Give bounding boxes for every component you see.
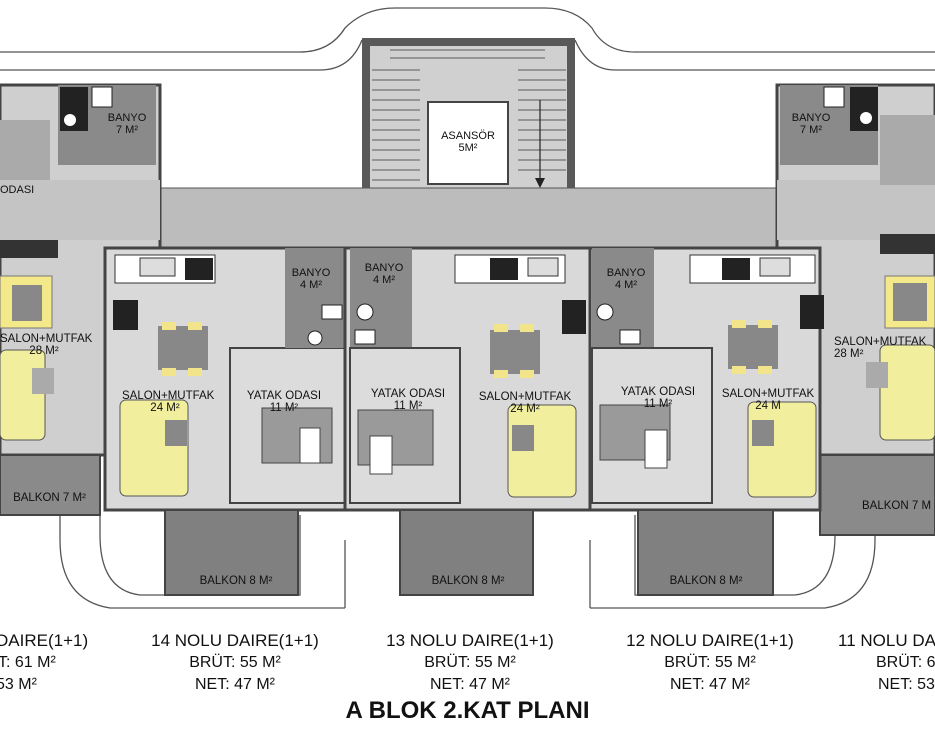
unit-net: NET: 47 M² [194,676,275,693]
room-area: 24 M² [150,402,180,415]
unit-13 [343,246,592,596]
balkon-right-label: BALKON 7 M [862,500,935,512]
room-name: SALON+MUTFAK [0,333,93,345]
room-name: BANYO [107,112,147,124]
u14-salon-label: SALON+MUTFAK 24 M² [122,390,214,415]
unit-12 [588,246,824,596]
odasi-left-label: ODASI [0,184,34,197]
unit-gross: BRÜT: 55 M² [424,654,516,671]
u12-salon-label: SALON+MUTFAK 24 M [712,388,824,412]
plan-title: A BLOK 2.KAT PLANI [345,697,590,724]
u14-balkon-label: BALKON 8 M² [188,575,284,587]
room-name: YATAK ODASI [370,388,446,400]
room-name: SALON+MUTFAK [721,388,815,400]
unit-title: 13 NOLU DAIRE(1+1) [386,631,554,650]
u14-banyo-label: BANYO 4 M² [285,267,337,291]
room-name: BALKON 7 M [862,500,932,512]
room-area: 11 M² [643,398,673,411]
elevator-name: ASANSÖR [441,130,495,142]
unit-title: 12 NOLU DAIRE(1+1) [626,631,794,650]
room-area: 11 M² [269,402,299,415]
unit-summary: 13 NOLU DAIRE(1+1) BRÜT: 55 M² NET: 47 M… [372,630,568,696]
unit-gross: BRÜT: 55 M² [189,654,281,671]
room-area: 7 M² [800,123,822,136]
balkon-left-label: BALKON 7 M² [2,492,97,504]
unit-gross: BRÜT: 6 [876,654,935,671]
corridor [159,187,778,249]
salon-right-label: SALON+MUTFAK 28 M² [834,336,935,360]
room-name: BALKON 8 M² [669,575,743,587]
room-area: 24 M [755,400,781,413]
unit-net: NET: 47 M² [429,676,510,693]
room-name: SALON+MUTFAK [122,390,215,402]
u12-banyo-label: BANYO 4 M² [600,267,652,291]
unit-title: 14 NOLU DAIRE(1+1) [151,631,319,650]
room-name: BALKON 8 M² [199,575,273,587]
unit-14 [103,246,347,596]
unit-net: NET: 53 [878,676,935,693]
room-name: ODASI [0,184,35,196]
salon-left-label: SALON+MUTFAK 28 M² [0,333,92,358]
room-name: BANYO [606,267,646,279]
unit-title: DAIRE(1+1) [0,631,89,650]
room-name: BANYO [291,267,331,279]
room-name: YATAK ODASI [620,386,696,398]
banyo-right-label: BANYO 7 M² [784,112,838,136]
unit-gross: T: 61 M² [0,654,56,671]
u13-salon-label: SALON+MUTFAK 24 M² [470,391,580,415]
room-area: 4 M² [615,278,637,291]
u14-yatak-label: YATAK ODASI 11 M² [236,390,332,414]
room-area: 28 M² [29,345,59,358]
stair-core [362,38,575,190]
room-area: 11 M² [393,400,423,413]
unit-title: 11 NOLU DA [838,631,935,650]
room-name: BANYO [791,112,831,124]
unit-net: 53 M² [0,676,37,693]
room-name: BALKON 8 M² [431,575,505,587]
unit-summary: 12 NOLU DAIRE(1+1) BRÜT: 55 M² NET: 47 M… [612,630,808,696]
room-area: 7 M² [116,123,138,136]
u13-balkon-label: BALKON 8 M² [420,575,516,587]
banyo-left-label: BANYO 7 M² [100,112,154,136]
room-name: SALON+MUTFAK [834,336,927,348]
room-name: SALON+MUTFAK [478,391,572,403]
stair-core-label: ASANSÖR 5M² [430,130,506,154]
u13-banyo-label: BANYO 4 M² [358,262,410,286]
unit-summary: 14 NOLU DAIRE(1+1) BRÜT: 55 M² NET: 47 M… [140,630,330,696]
u12-yatak-label: YATAK ODASI 11 M² [610,386,706,410]
unit-net: NET: 47 M² [669,676,750,693]
u13-yatak-label: YATAK ODASI 11 M² [360,388,456,412]
unit-summary: 11 NOLU DA BRÜT: 6 NET: 53 [838,630,935,696]
u12-balkon-label: BALKON 8 M² [656,575,756,587]
unit-summary: DAIRE(1+1) T: 61 M² 53 M² [0,630,101,696]
unit-gross: BRÜT: 55 M² [664,654,756,671]
room-name: BALKON 7 M² [13,492,86,504]
room-name: BANYO [364,262,404,274]
site-outline [0,7,935,609]
room-name: YATAK ODASI [246,390,322,402]
room-area: 24 M² [510,403,540,416]
room-area: 4 M² [300,278,322,291]
room-area: 28 M² [834,348,864,361]
elevator-area: 5M² [458,141,478,154]
room-area: 4 M² [373,273,395,286]
